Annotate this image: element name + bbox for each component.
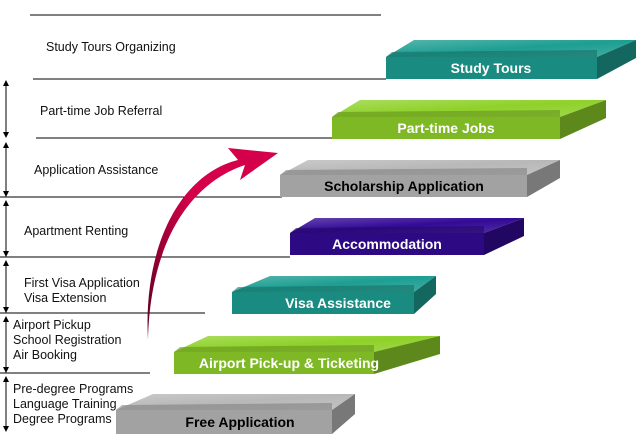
step-label: Airport Pick-up & Ticketing — [199, 355, 379, 371]
step-shadow-band — [232, 285, 414, 292]
step-side-face — [597, 40, 636, 79]
step-shadow-band — [332, 110, 560, 117]
service-programs: Pre-degree Programs Language Training De… — [13, 382, 133, 427]
step-side-face — [484, 218, 524, 255]
step-study-tours: Study Tours — [386, 40, 636, 79]
step-side-face — [560, 100, 606, 139]
range-bracket — [3, 316, 9, 373]
step-front-face — [386, 57, 597, 79]
service-line: Application Assistance — [34, 163, 159, 177]
range-bracket — [3, 200, 9, 257]
service-line: First Visa Application — [24, 276, 140, 290]
range-bracket — [3, 80, 9, 138]
step-front-face — [332, 117, 560, 139]
service-line: Visa Extension — [24, 291, 107, 305]
step-airport-pickup-ticketing: Airport Pick-up & Ticketing — [174, 336, 440, 374]
service-line: Pre-degree Programs — [13, 382, 134, 396]
step-front-face — [116, 410, 332, 434]
step-shadow-band — [116, 403, 332, 410]
service-line: Apartment Renting — [24, 224, 129, 238]
service-line: Study Tours Organizing — [46, 40, 176, 54]
step-accommodation: Accommodation — [290, 218, 524, 255]
step-shadow-band — [290, 226, 484, 233]
step-shadow-band — [386, 50, 597, 57]
divider-rules — [0, 14, 386, 432]
step-shadow-band — [280, 168, 527, 175]
step-label: Scholarship Application — [324, 178, 484, 194]
range-bracket — [3, 376, 9, 432]
service-line: Degree Programs — [13, 412, 112, 426]
service-line: Language Training — [13, 397, 117, 411]
service-airport: Airport Pickup School Registration Air B… — [13, 318, 121, 363]
step-part-time-jobs: Part-time Jobs — [332, 100, 606, 139]
step-front-face — [174, 352, 374, 374]
step-side-face — [374, 336, 440, 374]
step-front-face — [280, 175, 527, 197]
step-front-face — [232, 292, 414, 314]
service-study-tours: Study Tours Organizing — [46, 40, 176, 55]
step-label: Accommodation — [332, 236, 442, 252]
stair-steps: Free Application Airport Pick-up & Ticket… — [116, 40, 636, 434]
service-apartment-renting: Apartment Renting — [24, 224, 128, 239]
service-line: School Registration — [13, 333, 122, 347]
step-side-face — [527, 160, 560, 197]
service-line: Part-time Job Referral — [40, 104, 163, 118]
step-scholarship-application: Scholarship Application — [280, 160, 560, 197]
step-visa-assistance: Visa Assistance — [232, 276, 436, 314]
step-side-face — [332, 394, 355, 434]
step-side-face — [414, 276, 436, 314]
step-front-face — [290, 233, 484, 255]
range-bracket — [3, 142, 9, 197]
step-free-application: Free Application — [116, 394, 355, 434]
service-part-time-job-referral: Part-time Job Referral — [40, 104, 162, 119]
service-visa: First Visa Application Visa Extension — [24, 276, 140, 306]
service-line: Air Booking — [13, 348, 77, 362]
service-line: Airport Pickup — [13, 318, 91, 332]
step-label: Part-time Jobs — [397, 120, 494, 136]
range-bracket — [3, 260, 9, 313]
service-application-assistance: Application Assistance — [34, 163, 158, 178]
step-shadow-band — [174, 345, 374, 352]
step-label: Free Application — [185, 414, 294, 430]
step-label: Study Tours — [451, 60, 532, 76]
step-label: Visa Assistance — [285, 295, 391, 311]
